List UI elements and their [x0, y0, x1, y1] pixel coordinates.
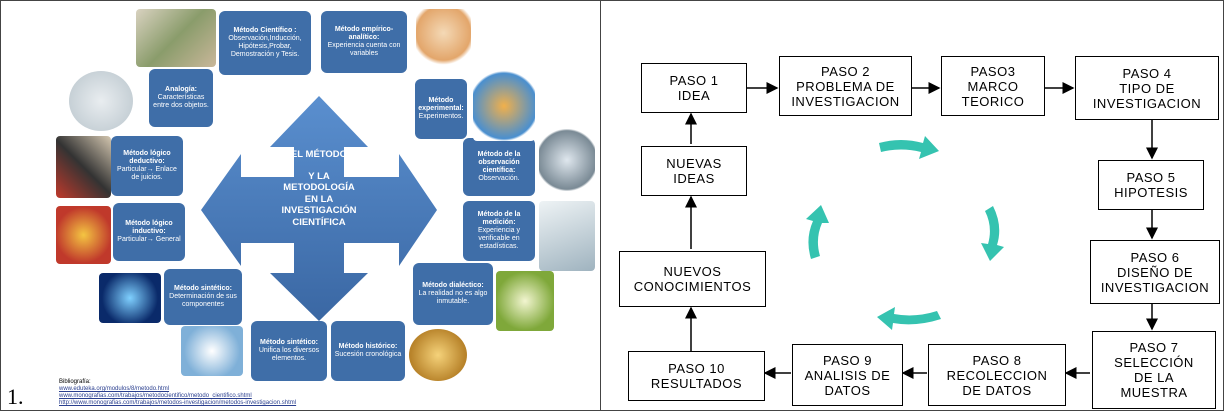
notes-cartoon-image	[181, 326, 243, 376]
chaos-collage-image	[56, 136, 111, 198]
method-box-analitico: Método sintético:Determinación de sus co…	[164, 269, 242, 325]
lab-instrument-image	[539, 201, 595, 271]
method-box-cientifico: Método Científico :Observación,Inducción…	[219, 11, 311, 75]
item-number: 1.	[7, 384, 24, 409]
character-cartoon-image	[56, 206, 111, 264]
method-box-observacion: Método de la observación científica:Obse…	[463, 138, 535, 196]
method-box-dialectico: Método dialéctico:La realidad no es algo…	[413, 263, 493, 325]
method-box-inductivo: Método lógico inductivo:Particular→ Gene…	[113, 203, 185, 261]
method-box-historico: Método histórico:Sucesión cronológica	[331, 321, 405, 381]
method-box-empirico: Método empírico-analítico:Experiencia cu…	[321, 11, 407, 73]
cycle-arrow-top	[879, 136, 939, 159]
bibliography-link[interactable]: http://www.monografias.com/trabajos/meto…	[59, 400, 297, 406]
professor-cartoon-image	[416, 9, 471, 69]
center-title: EL MÉTODO Y LA METODOLOGÍA EN LA INVESTI…	[281, 149, 357, 228]
bibliography-link[interactable]: www.monografias.com/trabajos/metodocient…	[59, 393, 252, 399]
method-box-experimental: Método experimental:Experimentos.	[415, 79, 467, 139]
center-arrow-graphic	[201, 96, 437, 321]
microscope-image	[539, 129, 595, 191]
scientist-cartoon-image	[473, 71, 535, 141]
cycle-arrow-left	[806, 205, 829, 259]
network-image	[99, 273, 161, 323]
history-image	[409, 329, 467, 381]
method-box-analogia: Analogía:Características entre dos objet…	[149, 69, 213, 127]
method-box-medicion: Método de la medición:Experiencia y veri…	[463, 201, 535, 261]
cycle-arrow-bottom	[877, 307, 941, 330]
cycle-arrows	[806, 136, 1004, 330]
flow-arrows	[685, 82, 1158, 379]
bibliography-link[interactable]: www.eduteka.org/modulos/8/metodo.html	[59, 386, 170, 392]
petri-dish-image	[69, 71, 133, 131]
left-panel: EL MÉTODO Y LA METODOLOGÍA EN LA INVESTI…	[0, 0, 600, 411]
lab-collage-image	[136, 9, 216, 67]
four-way-arrow	[201, 96, 437, 321]
method-box-deductivo: Método lógico deductivo:Particular→ Enla…	[111, 136, 183, 196]
cycle-arrow-right	[981, 206, 1004, 261]
dialectic-image	[496, 271, 554, 331]
method-box-sintetico: Método sintético:Unifica los diversos el…	[251, 321, 327, 381]
bibliography: Bibliografía: www.eduteka.org/modulos/8/…	[59, 379, 297, 406]
